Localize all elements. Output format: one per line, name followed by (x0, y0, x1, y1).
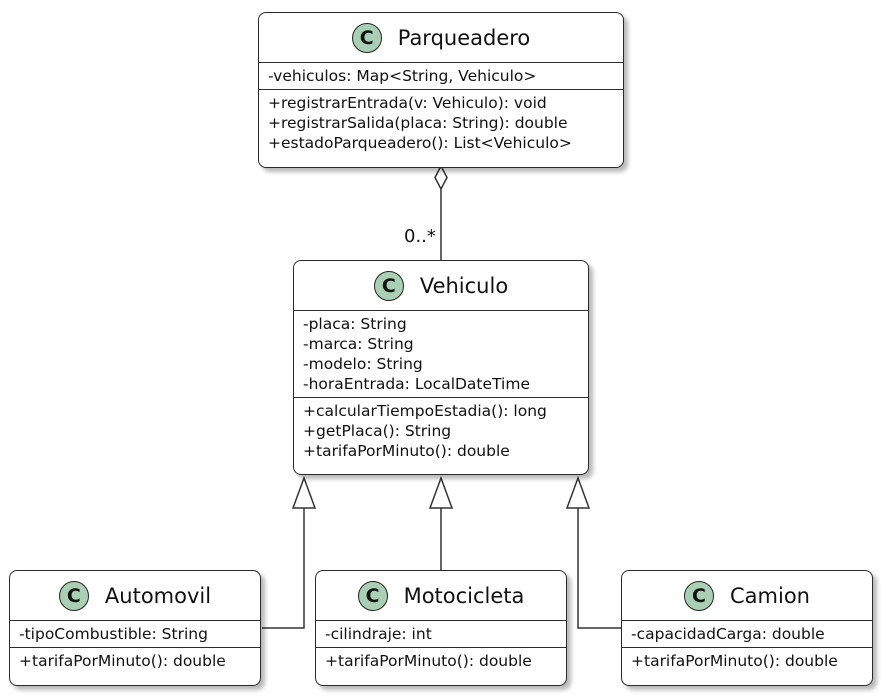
class-name: Camion (730, 583, 810, 608)
attribute: -capacidadCarga: double (631, 625, 825, 643)
class-marker-icon: C (357, 580, 388, 611)
class-box-motocicleta[interactable]: C Motocicleta -cilindraje: int +tarifaPo… (315, 570, 567, 686)
attribute: -cilindraje: int (325, 625, 432, 643)
attribute: -marca: String (303, 335, 414, 353)
class-box-automovil[interactable]: C Automovil -tipoCombustible: String +ta… (9, 570, 261, 686)
attribute: -horaEntrada: LocalDateTime (303, 375, 530, 393)
attributes-section: -capacidadCarga: double (622, 621, 872, 647)
inheritance-arrow-automovil (291, 475, 317, 509)
inheritance-line-camion (577, 508, 621, 629)
class-box-parqueadero[interactable]: C Parqueadero -vehiculos: Map<String, Ve… (258, 12, 624, 168)
aggregation-diamond (434, 164, 448, 191)
class-box-camion[interactable]: C Camion -capacidadCarga: double +tarifa… (621, 570, 873, 686)
attributes-section: -tipoCombustible: String (10, 621, 260, 647)
attribute: -modelo: String (303, 355, 423, 373)
class-name: Vehiculo (419, 273, 509, 298)
class-marker-icon: C (684, 580, 714, 611)
attribute: -tipoCombustible: String (19, 625, 208, 643)
method: +getPlaca(): String (303, 422, 452, 440)
class-marker-icon: C (351, 22, 382, 53)
method: +tarifaPorMinuto(): double (325, 652, 532, 670)
inheritance-arrow-motocicleta (428, 475, 454, 509)
method: +tarifaPorMinuto(): double (303, 442, 510, 460)
method: +tarifaPorMinuto(): double (19, 652, 226, 670)
methods-section: +tarifaPorMinuto(): double (10, 647, 260, 674)
method: +calcularTiempoEstadia(): long (303, 402, 547, 420)
attributes-section: -placa: String -marca: String -modelo: S… (294, 311, 588, 397)
method: +estadoParqueadero(): List<Vehiculo> (268, 134, 572, 152)
attribute: -placa: String (303, 315, 407, 333)
class-box-vehiculo[interactable]: C Vehiculo -placa: String -marca: String… (293, 260, 589, 475)
class-header: C Automovil (10, 571, 260, 621)
methods-section: +calcularTiempoEstadia(): long +getPlaca… (294, 397, 588, 464)
class-marker-icon: C (58, 580, 89, 611)
inheritance-line-automovil (262, 508, 305, 629)
method: +tarifaPorMinuto(): double (631, 652, 838, 670)
class-header: C Parqueadero (259, 13, 623, 63)
class-marker-icon: C (373, 270, 404, 301)
class-name: Parqueadero (397, 25, 531, 50)
attributes-section: -cilindraje: int (316, 621, 566, 647)
attribute: -vehiculos: Map<String, Vehiculo> (268, 67, 537, 85)
attributes-section: -vehiculos: Map<String, Vehiculo> (259, 63, 623, 89)
class-header: C Motocicleta (316, 571, 566, 621)
class-header: C Vehiculo (294, 261, 588, 311)
aggregation-multiplicity: 0..* (404, 226, 436, 247)
class-header: C Camion (622, 571, 872, 621)
method: +registrarEntrada(v: Vehiculo): void (268, 94, 547, 112)
methods-section: +tarifaPorMinuto(): double (316, 647, 566, 674)
class-name: Automovil (104, 583, 212, 608)
method: +registrarSalida(placa: String): double (268, 114, 568, 132)
methods-section: +tarifaPorMinuto(): double (622, 647, 872, 674)
class-name: Motocicleta (403, 583, 525, 608)
inheritance-arrow-camion (565, 475, 591, 509)
methods-section: +registrarEntrada(v: Vehiculo): void +re… (259, 89, 623, 156)
